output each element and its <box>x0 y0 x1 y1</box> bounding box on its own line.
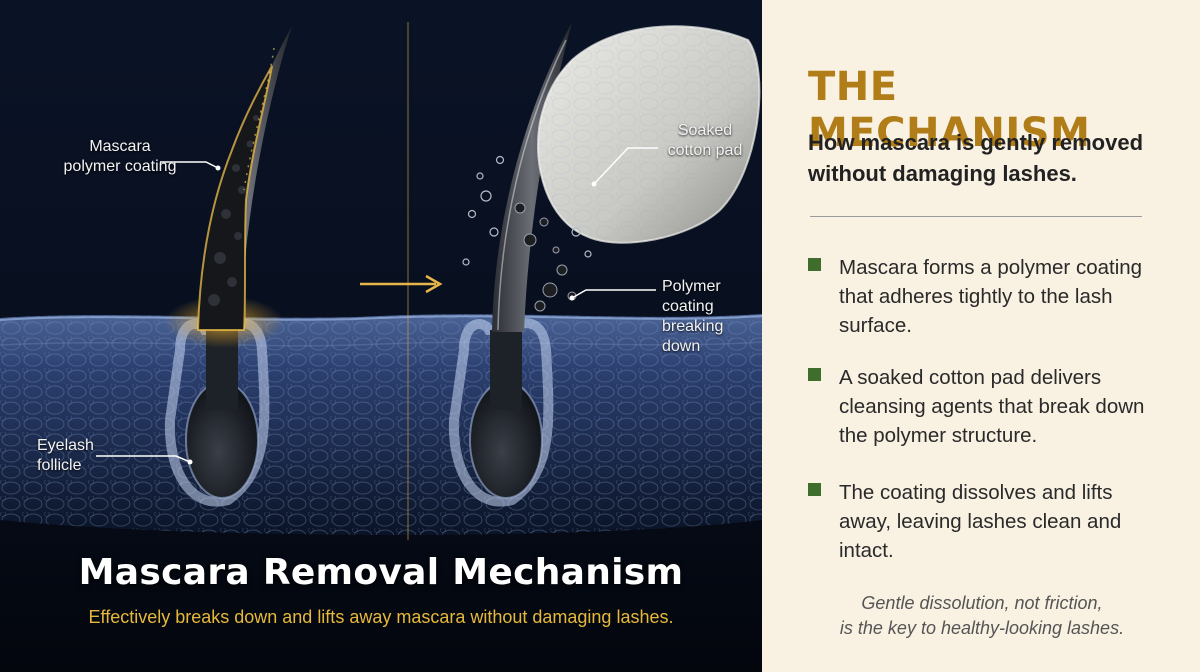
coating-leader-dot <box>215 165 221 171</box>
skin-surface-line <box>0 315 762 321</box>
skin-cells <box>0 314 762 535</box>
mascara-clumps <box>208 115 259 306</box>
pad-leader-line <box>593 147 658 185</box>
square-bullet-icon <box>808 368 821 381</box>
follicle-leader-line <box>96 455 191 463</box>
cotton-pad-texture <box>537 26 760 243</box>
bullet-text: The coating dissolves and lifts away, le… <box>839 481 1122 562</box>
lash-right-highlight <box>497 39 567 331</box>
panel-heading: THE MECHANISM <box>808 64 1091 156</box>
diagram-illustration: Mascara polymer coating Eyelash follicle… <box>0 0 762 672</box>
diagram-svg <box>0 0 762 672</box>
diagram-subtitle: Effectively breaks down and lifts away m… <box>88 607 674 627</box>
square-bullet-icon <box>808 258 821 271</box>
label-cotton-pad: Soaked cotton pad <box>667 122 743 159</box>
square-bullet-icon <box>808 483 821 496</box>
bullet-item: The coating dissolves and lifts away, le… <box>808 478 1168 565</box>
process-arrow-head <box>425 274 443 294</box>
mascara-coating <box>196 65 273 331</box>
dissolving-particles <box>462 155 592 312</box>
label-eyelash-follicle: Eyelash follicle <box>37 437 94 474</box>
skin-layer-line <box>0 341 762 347</box>
panel-footer-quote: Gentle dissolution, not friction, is the… <box>839 593 1125 638</box>
bullet-item: Mascara forms a polymer coating that adh… <box>808 253 1168 340</box>
breaking-leader-dot <box>569 295 575 301</box>
coating-leader-line <box>160 161 219 169</box>
panel-intro: How mascara is gently removed without da… <box>808 130 1144 186</box>
mechanism-panel: THE MECHANISM How mascara is gently remo… <box>762 0 1200 672</box>
label-polymer-breaking: Polymer coating breaking down <box>662 278 724 355</box>
bullet-text: Mascara forms a polymer coating that adh… <box>839 256 1143 337</box>
follicle-right-sheath <box>448 318 554 507</box>
follicle-leader-dot <box>187 459 193 465</box>
panel-divider <box>810 216 1142 217</box>
bullet-text: A soaked cotton pad delivers cleansing a… <box>839 366 1145 447</box>
bullet-item: A soaked cotton pad delivers cleansing a… <box>808 363 1168 450</box>
diagram-title: Mascara Removal Mechanism <box>78 552 684 593</box>
breaking-leader-line <box>571 289 656 299</box>
follicle-right-root <box>490 330 522 410</box>
pad-leader-dot <box>591 181 597 187</box>
label-mascara-coating: Mascara polymer coating <box>63 138 177 175</box>
